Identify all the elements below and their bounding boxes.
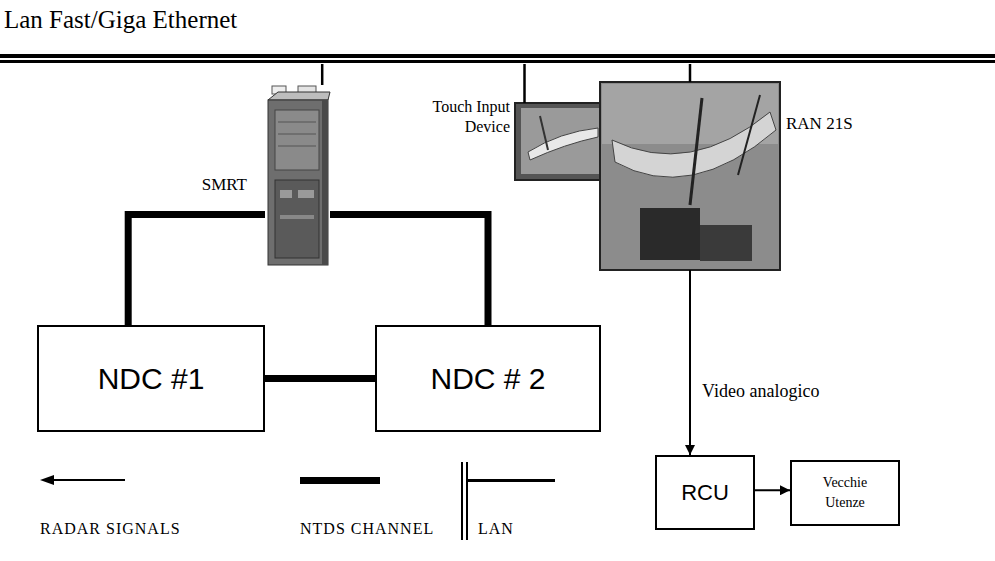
smrt-cabinet-picture [275, 110, 319, 170]
radar-signal-arrow [689, 270, 691, 455]
signal-label: Video analogico [700, 381, 821, 402]
ntds-channel [265, 375, 375, 382]
touch-device-picture [521, 108, 604, 174]
smrt-cabinet-picture [268, 100, 328, 265]
lan-drop [689, 64, 692, 82]
radar-antenna-picture [690, 98, 702, 205]
legend-label: LAN [478, 520, 514, 538]
smrt-cabinet-picture [278, 122, 316, 123]
smrt-cabinet-picture [275, 180, 319, 258]
legend-samples [461, 462, 463, 540]
radar-antenna-picture [738, 95, 760, 175]
touch-device-picture [515, 103, 610, 180]
radar-antenna: RAN 21S [600, 82, 780, 270]
lan-drop [523, 64, 526, 103]
radar-signal-arrow [755, 489, 790, 491]
smrt-cabinet-picture [322, 100, 328, 265]
legend-samples [468, 479, 555, 482]
legend-samples [300, 477, 380, 484]
smrt-cabinet-picture [268, 86, 330, 265]
touch-input-device: Touch Input Device [515, 103, 610, 180]
smrt-cabinet-picture [298, 190, 314, 198]
lan-bus-lines [0, 60, 995, 63]
legend-label: RADAR SIGNALS [40, 520, 181, 538]
smrt-cabinet: SMRT [265, 85, 330, 265]
lan-bus-lines [0, 54, 995, 63]
touch-device-picture [515, 103, 610, 180]
ntds-channel [128, 215, 265, 325]
legend-samples [52, 479, 125, 481]
part-label: Lan Fast/Giga Ethernet [4, 6, 237, 34]
lan-drop [321, 64, 324, 85]
box-label: RCU [681, 480, 729, 506]
touch-device-picture [528, 128, 598, 160]
smrt-cabinet-picture [278, 146, 316, 147]
part-label: Touch Input Device [402, 97, 510, 137]
legend-label: NTDS CHANNEL [300, 520, 434, 538]
radar-antenna-picture [700, 225, 752, 261]
box-label: NDC #1 [98, 362, 205, 396]
lan-bus: Lan Fast/Giga Ethernet [0, 0, 995, 64]
process-box: Vecchie Utenze [790, 460, 900, 526]
smrt-cabinet-picture [280, 190, 292, 198]
part-label: SMRT [202, 175, 247, 195]
radar-antenna-picture [640, 208, 700, 260]
ntds-channel [330, 215, 488, 325]
legend-samples [466, 462, 468, 540]
legend-samples [40, 462, 555, 540]
radar-antenna-picture [600, 82, 780, 270]
box-label: NDC # 2 [430, 362, 545, 396]
radar-antenna-picture [600, 82, 780, 270]
touch-device-picture [540, 116, 548, 150]
lan-bus-lines [0, 54, 995, 58]
box-label: Vecchie Utenze [814, 473, 876, 512]
part-label: RAN 21S [786, 114, 853, 134]
process-box: RCU [655, 455, 755, 530]
smrt-cabinet-picture [278, 134, 316, 135]
smrt-cabinet-picture [268, 92, 330, 100]
legend-samples [40, 475, 54, 485]
smrt-cabinet-picture [280, 215, 314, 219]
process-box: NDC #1 [37, 325, 265, 432]
process-box: NDC # 2 [375, 325, 601, 432]
